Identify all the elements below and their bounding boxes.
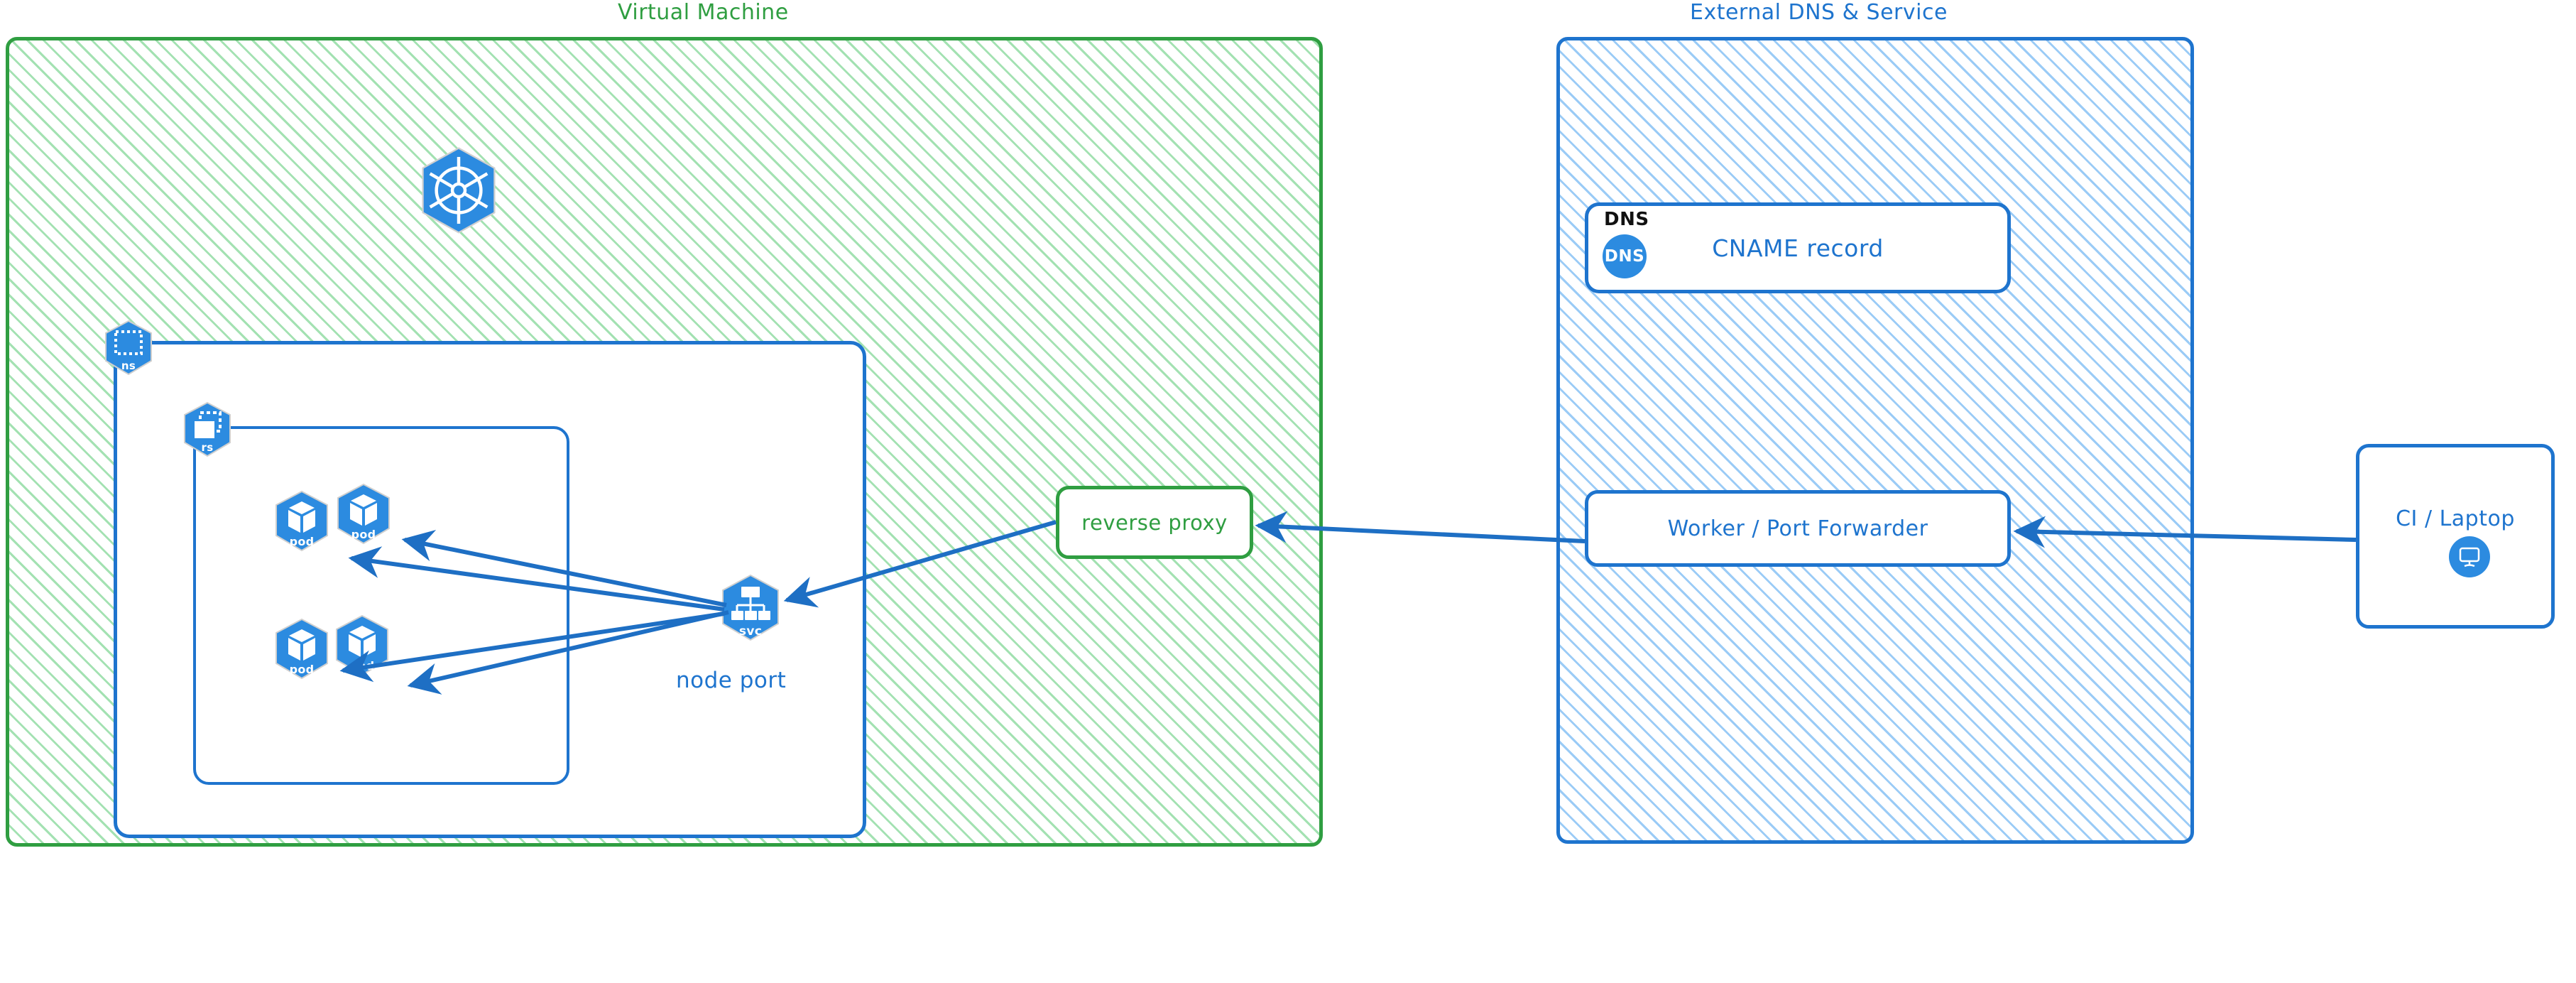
dns-badge-label: DNS (1604, 247, 1645, 266)
zone-external-dns-service (1556, 37, 2194, 844)
namespace-badge-label: ns (121, 359, 136, 372)
replicaset-icon: rs (182, 401, 233, 458)
zone-external-dns-service-title: External DNS & Service (1690, 0, 1948, 25)
worker-port-forwarder-box[interactable]: Worker / Port Forwarder (1585, 490, 2011, 567)
pod-badge-label-3: pod (289, 663, 315, 676)
pod-badge-label-4: pod (349, 659, 375, 673)
node-port-caption: node port (676, 668, 787, 693)
ci-laptop-label: CI / Laptop (2396, 506, 2515, 531)
service-icon: svc (719, 574, 782, 642)
pod-badge-label-2: pod (351, 528, 376, 541)
reverse-proxy-box[interactable]: reverse proxy (1056, 486, 1253, 559)
pod-icon-3: pod (273, 618, 330, 680)
service-badge-label: svc (738, 624, 763, 639)
dns-corner-label: DNS (1604, 209, 1649, 230)
ci-laptop-box[interactable]: CI / Laptop (2356, 444, 2555, 629)
dns-record-box[interactable]: DNS DNS CNAME record (1585, 202, 2011, 293)
cname-record-label: CNAME record (1712, 234, 1884, 262)
namespace-icon: ns (103, 320, 154, 376)
worker-port-forwarder-label: Worker / Port Forwarder (1667, 516, 1928, 541)
pod-icon-2: pod (335, 483, 392, 545)
kubernetes-logo-icon (419, 146, 498, 234)
replicaset-badge-label: rs (201, 441, 214, 454)
desktop-monitor-icon (2449, 536, 2490, 577)
pod-badge-label-1: pod (289, 535, 315, 548)
pod-icon-1: pod (273, 490, 330, 553)
zone-virtual-machine-title: Virtual Machine (618, 0, 789, 25)
pod-icon-4: pod (334, 614, 391, 677)
reverse-proxy-label: reverse proxy (1081, 510, 1228, 535)
dns-badge-icon: DNS (1603, 234, 1647, 278)
replicaset-container (193, 426, 569, 785)
